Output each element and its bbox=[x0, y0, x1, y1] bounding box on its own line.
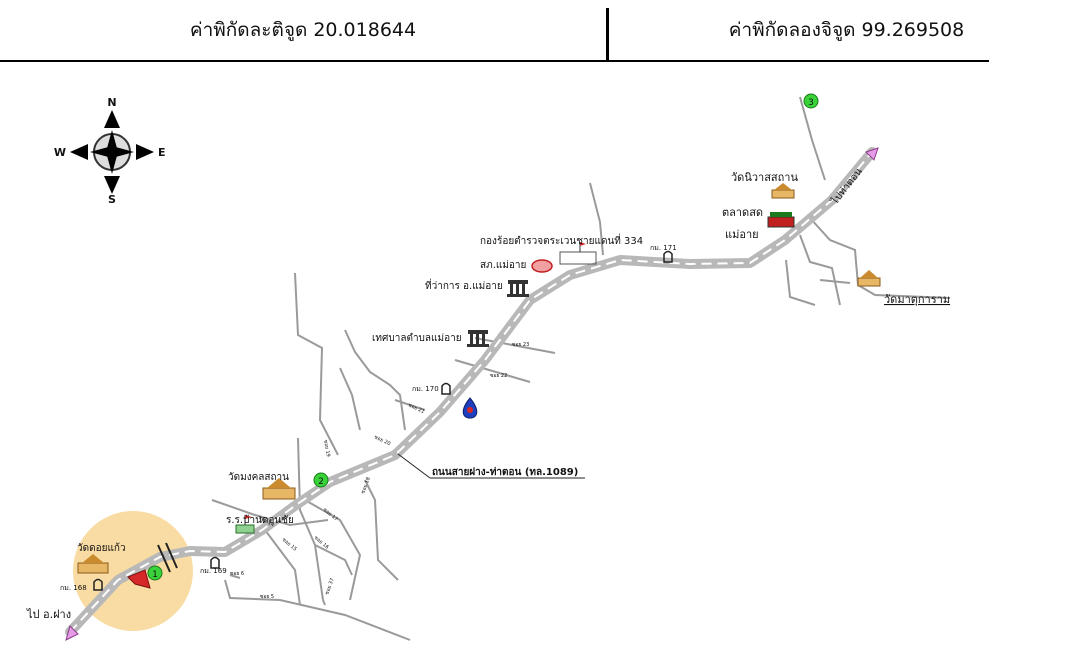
km-stone-icon bbox=[663, 250, 673, 263]
arrow-to-tha-ton-icon bbox=[865, 147, 879, 161]
marker-3: 3 bbox=[803, 93, 819, 109]
label-school: ร.ร.บ้านดอนชัย bbox=[226, 514, 294, 526]
label-border-patrol: กองร้อยตำรวจตระเวนชายแดนที่ 334 bbox=[480, 233, 643, 247]
compass-rose: N S W E bbox=[54, 96, 166, 206]
label-km168: กม. 168 bbox=[60, 584, 87, 592]
label-wat-niwat: วัดนิวาสสถาน bbox=[731, 171, 798, 184]
svg-text:2: 2 bbox=[318, 477, 324, 487]
label-municipality: เทศบาลตำบลแม่อาย bbox=[372, 333, 462, 344]
side-roads bbox=[211, 96, 951, 641]
header-divider bbox=[606, 8, 609, 62]
label-km170: กม. 170 bbox=[412, 385, 439, 393]
soi-label: ซอย 20 bbox=[373, 434, 391, 447]
soi-label: ซอย 21 bbox=[407, 402, 425, 415]
label-to-tha-ton: ไปท่าตอน bbox=[828, 166, 865, 208]
compass-west-arrow-icon bbox=[70, 144, 88, 160]
compass-north-arrow-icon bbox=[104, 110, 120, 128]
header-underline-left bbox=[0, 60, 606, 62]
label-market-line1: ตลาดสด bbox=[722, 206, 763, 219]
latitude-label: ค่าพิกัดละติจูด 20.018644 bbox=[189, 19, 417, 41]
label-police: สภ.แม่อาย bbox=[480, 260, 526, 271]
header-underline-right bbox=[606, 60, 989, 62]
location-flag-icon bbox=[127, 569, 151, 589]
label-wat-mongkhon: วัดมงคลสถาน bbox=[228, 472, 289, 483]
compass-w-label: W bbox=[54, 146, 66, 159]
compass-south-arrow-icon bbox=[104, 176, 120, 194]
soi-label: ซอย 23 bbox=[512, 342, 529, 348]
longitude-label: ค่าพิกัดลองจิจูด 99.269508 bbox=[728, 19, 965, 41]
compass-n-label: N bbox=[107, 96, 116, 109]
soi-label: ซอย 15 bbox=[281, 537, 298, 553]
market-icon bbox=[767, 212, 795, 228]
temple-icon bbox=[857, 270, 881, 287]
label-road-name: ถนนสายฝาง-ท่าตอน (ทล.1089) bbox=[432, 466, 578, 478]
label-km171: กม. 171 bbox=[650, 244, 677, 252]
compass-s-label: S bbox=[108, 193, 116, 206]
marker-1: 1 bbox=[147, 565, 163, 581]
soi-label: ซอย 19 bbox=[322, 439, 331, 457]
km-stone-icon bbox=[441, 382, 451, 395]
label-district-office: ที่ว่าการ อ.แม่อาย bbox=[425, 278, 503, 292]
main-road-centerline bbox=[69, 151, 873, 633]
police-badge-icon bbox=[531, 259, 553, 273]
label-wat-doi-kaeo: วัดดอยแก้ว bbox=[77, 542, 126, 554]
bridge-mark bbox=[157, 544, 171, 573]
label-wat-matu: วัดมาตุการาม bbox=[884, 293, 950, 306]
label-market-line2: แม่อาย bbox=[725, 228, 759, 241]
soi-label: ซอย 22 bbox=[490, 373, 507, 379]
soi-label: ซอย 18 bbox=[360, 476, 372, 494]
border-patrol-icon bbox=[559, 242, 597, 265]
marker-2: 2 bbox=[313, 472, 329, 488]
svg-text:1: 1 bbox=[152, 570, 158, 580]
road-pointer-line bbox=[397, 453, 431, 479]
temple-icon bbox=[771, 183, 795, 199]
gas-station-icon bbox=[462, 397, 478, 419]
school-icon bbox=[235, 515, 255, 534]
compass-east-arrow-icon bbox=[136, 144, 154, 160]
district-office-icon bbox=[507, 280, 529, 297]
soi-label: ซอย 37 bbox=[324, 577, 336, 595]
municipality-icon bbox=[467, 330, 489, 347]
coordinate-header: ค่าพิกัดละติจูด 20.018644 ค่าพิกัดลองจิจ… bbox=[0, 0, 1083, 62]
soi-label: ซอย 5 bbox=[260, 594, 274, 600]
compass-e-label: E bbox=[158, 146, 166, 159]
soi-label: ซอย 6 bbox=[230, 571, 244, 577]
map-canvas: N S W E 1 2 3 bbox=[26, 93, 951, 641]
temple-icon bbox=[77, 554, 109, 574]
label-to-fang: ไป อ.ฝาง bbox=[26, 608, 71, 621]
km-stone-icon bbox=[210, 556, 220, 569]
arrow-to-fang-icon bbox=[65, 625, 79, 641]
svg-text:3: 3 bbox=[808, 98, 814, 108]
temple-icon bbox=[262, 478, 296, 500]
label-km169: กม. 169 bbox=[200, 567, 227, 575]
km-stone-icon bbox=[93, 578, 103, 591]
